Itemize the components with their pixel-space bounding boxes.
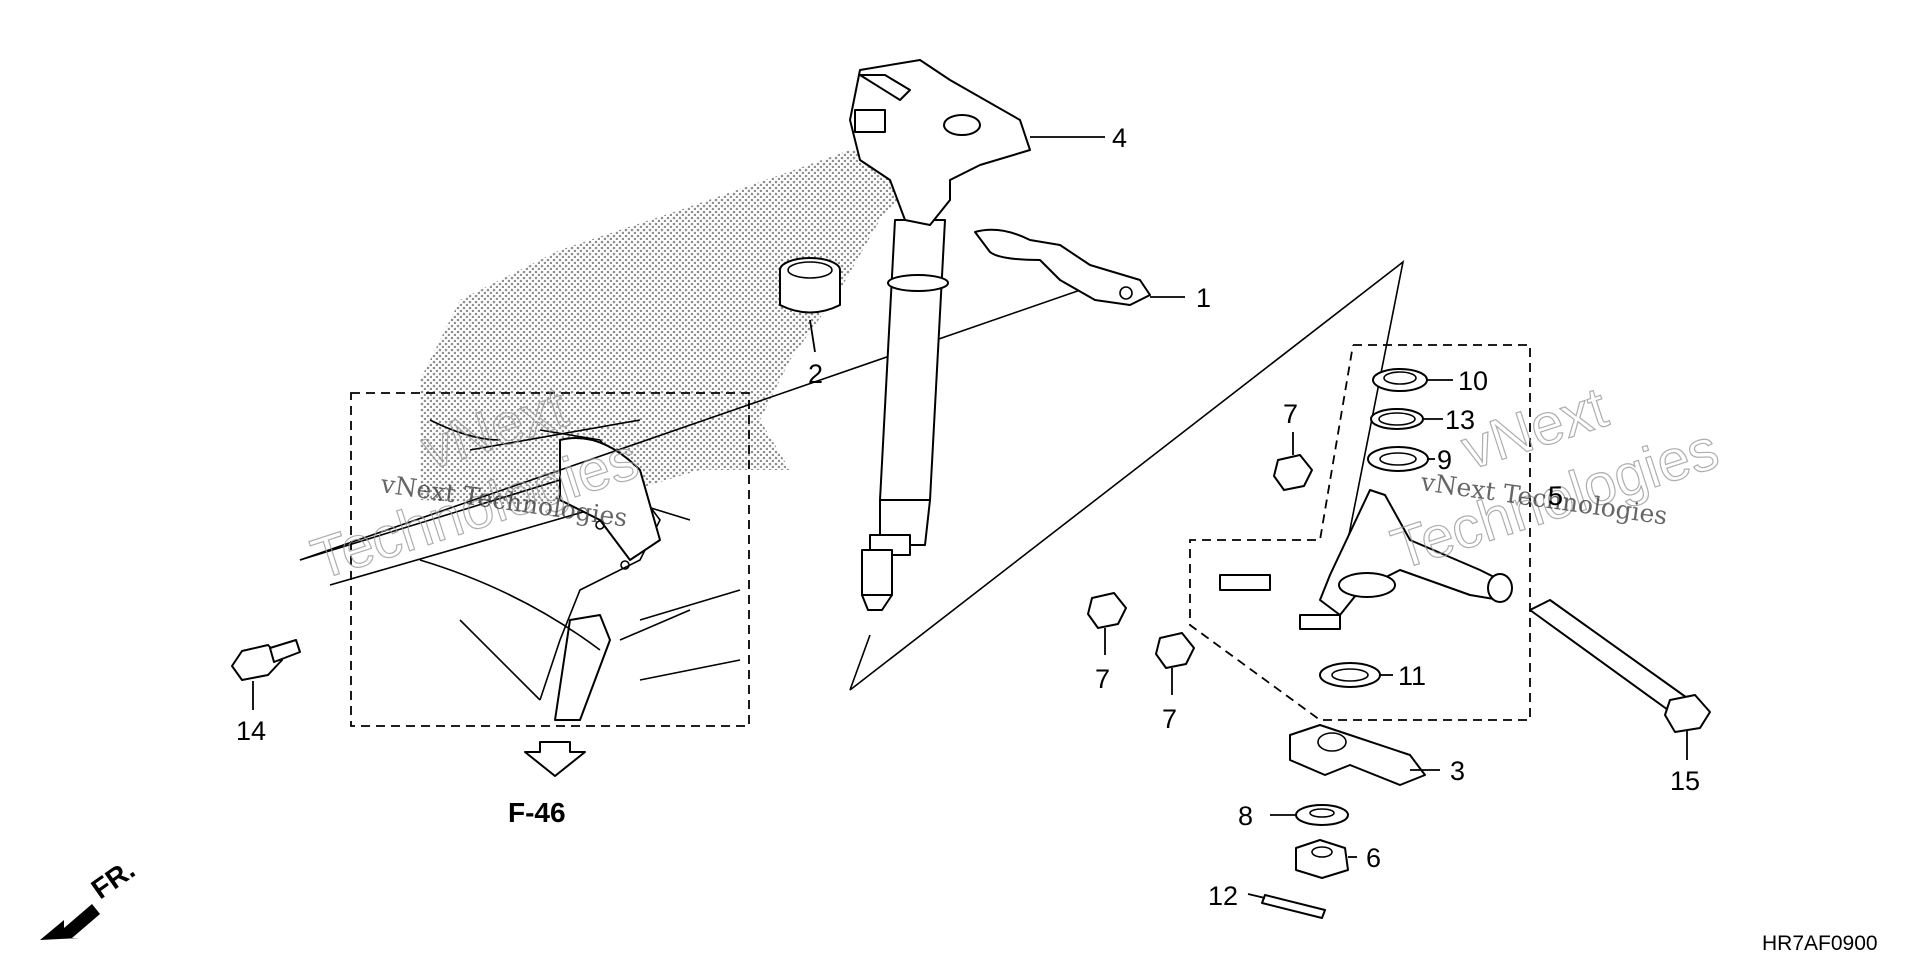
callout-2: 2 (808, 359, 823, 389)
guide-lines (299, 260, 1405, 691)
callout-14: 14 (236, 716, 266, 746)
callout-8: 8 (1238, 801, 1253, 831)
watermark-right: vNext Technologies vNext Technologies (1383, 374, 1726, 583)
bolt-part-14 (231, 639, 301, 681)
nut-part-7-b (1087, 592, 1127, 629)
callout-12: 12 (1208, 881, 1238, 911)
seal-part-2 (779, 257, 841, 314)
callout-11: 11 (1398, 661, 1426, 691)
callout-3: 3 (1450, 756, 1465, 786)
nut-part-7-c (1155, 632, 1195, 669)
arm-dashed-box (1189, 344, 1531, 721)
callout-7-c: 7 (1162, 704, 1177, 734)
callout-15: 15 (1670, 766, 1700, 796)
washer-part-8 (1295, 804, 1349, 826)
nut-part-6 (1295, 839, 1349, 879)
pin-part-12 (1261, 894, 1326, 919)
callout-7-a: 7 (1283, 399, 1298, 429)
nut-part-7-a (1273, 454, 1313, 491)
knuckle-part-3 (1289, 724, 1426, 786)
reference-label: F-46 (508, 797, 566, 828)
bearing-part-10 (1372, 368, 1428, 392)
callouts: 1 2 3 4 5 6 7 7 7 8 9 10 11 12 13 14 15 (236, 123, 1700, 911)
shading-region (420, 150, 940, 505)
leader-lines (252, 136, 1688, 899)
callout-4: 4 (1112, 123, 1127, 153)
direction-label: FR. (86, 854, 141, 905)
callout-6: 6 (1366, 843, 1381, 873)
washer-part-13 (1370, 408, 1424, 430)
callout-5: 5 (1548, 481, 1563, 511)
frame-section (299, 392, 750, 727)
frame-dashed-box (350, 392, 750, 727)
arm-part-5 (1219, 489, 1513, 630)
callout-13: 13 (1445, 405, 1475, 435)
callout-1: 1 (1196, 283, 1211, 313)
callout-7-b: 7 (1095, 664, 1110, 694)
bracket-part-1 (974, 228, 1151, 306)
reference-arrow-icon (524, 741, 586, 777)
diagram-code: HR7AF0900 (1762, 932, 1878, 955)
callout-10: 10 (1458, 366, 1488, 396)
front-direction-arrow-icon (40, 904, 100, 940)
steering-shaft (849, 59, 1031, 611)
bolt-part-15 (1529, 599, 1711, 733)
seal-part-11 (1319, 662, 1381, 688)
callout-9: 9 (1437, 445, 1452, 475)
bearing-part-9 (1367, 446, 1429, 472)
